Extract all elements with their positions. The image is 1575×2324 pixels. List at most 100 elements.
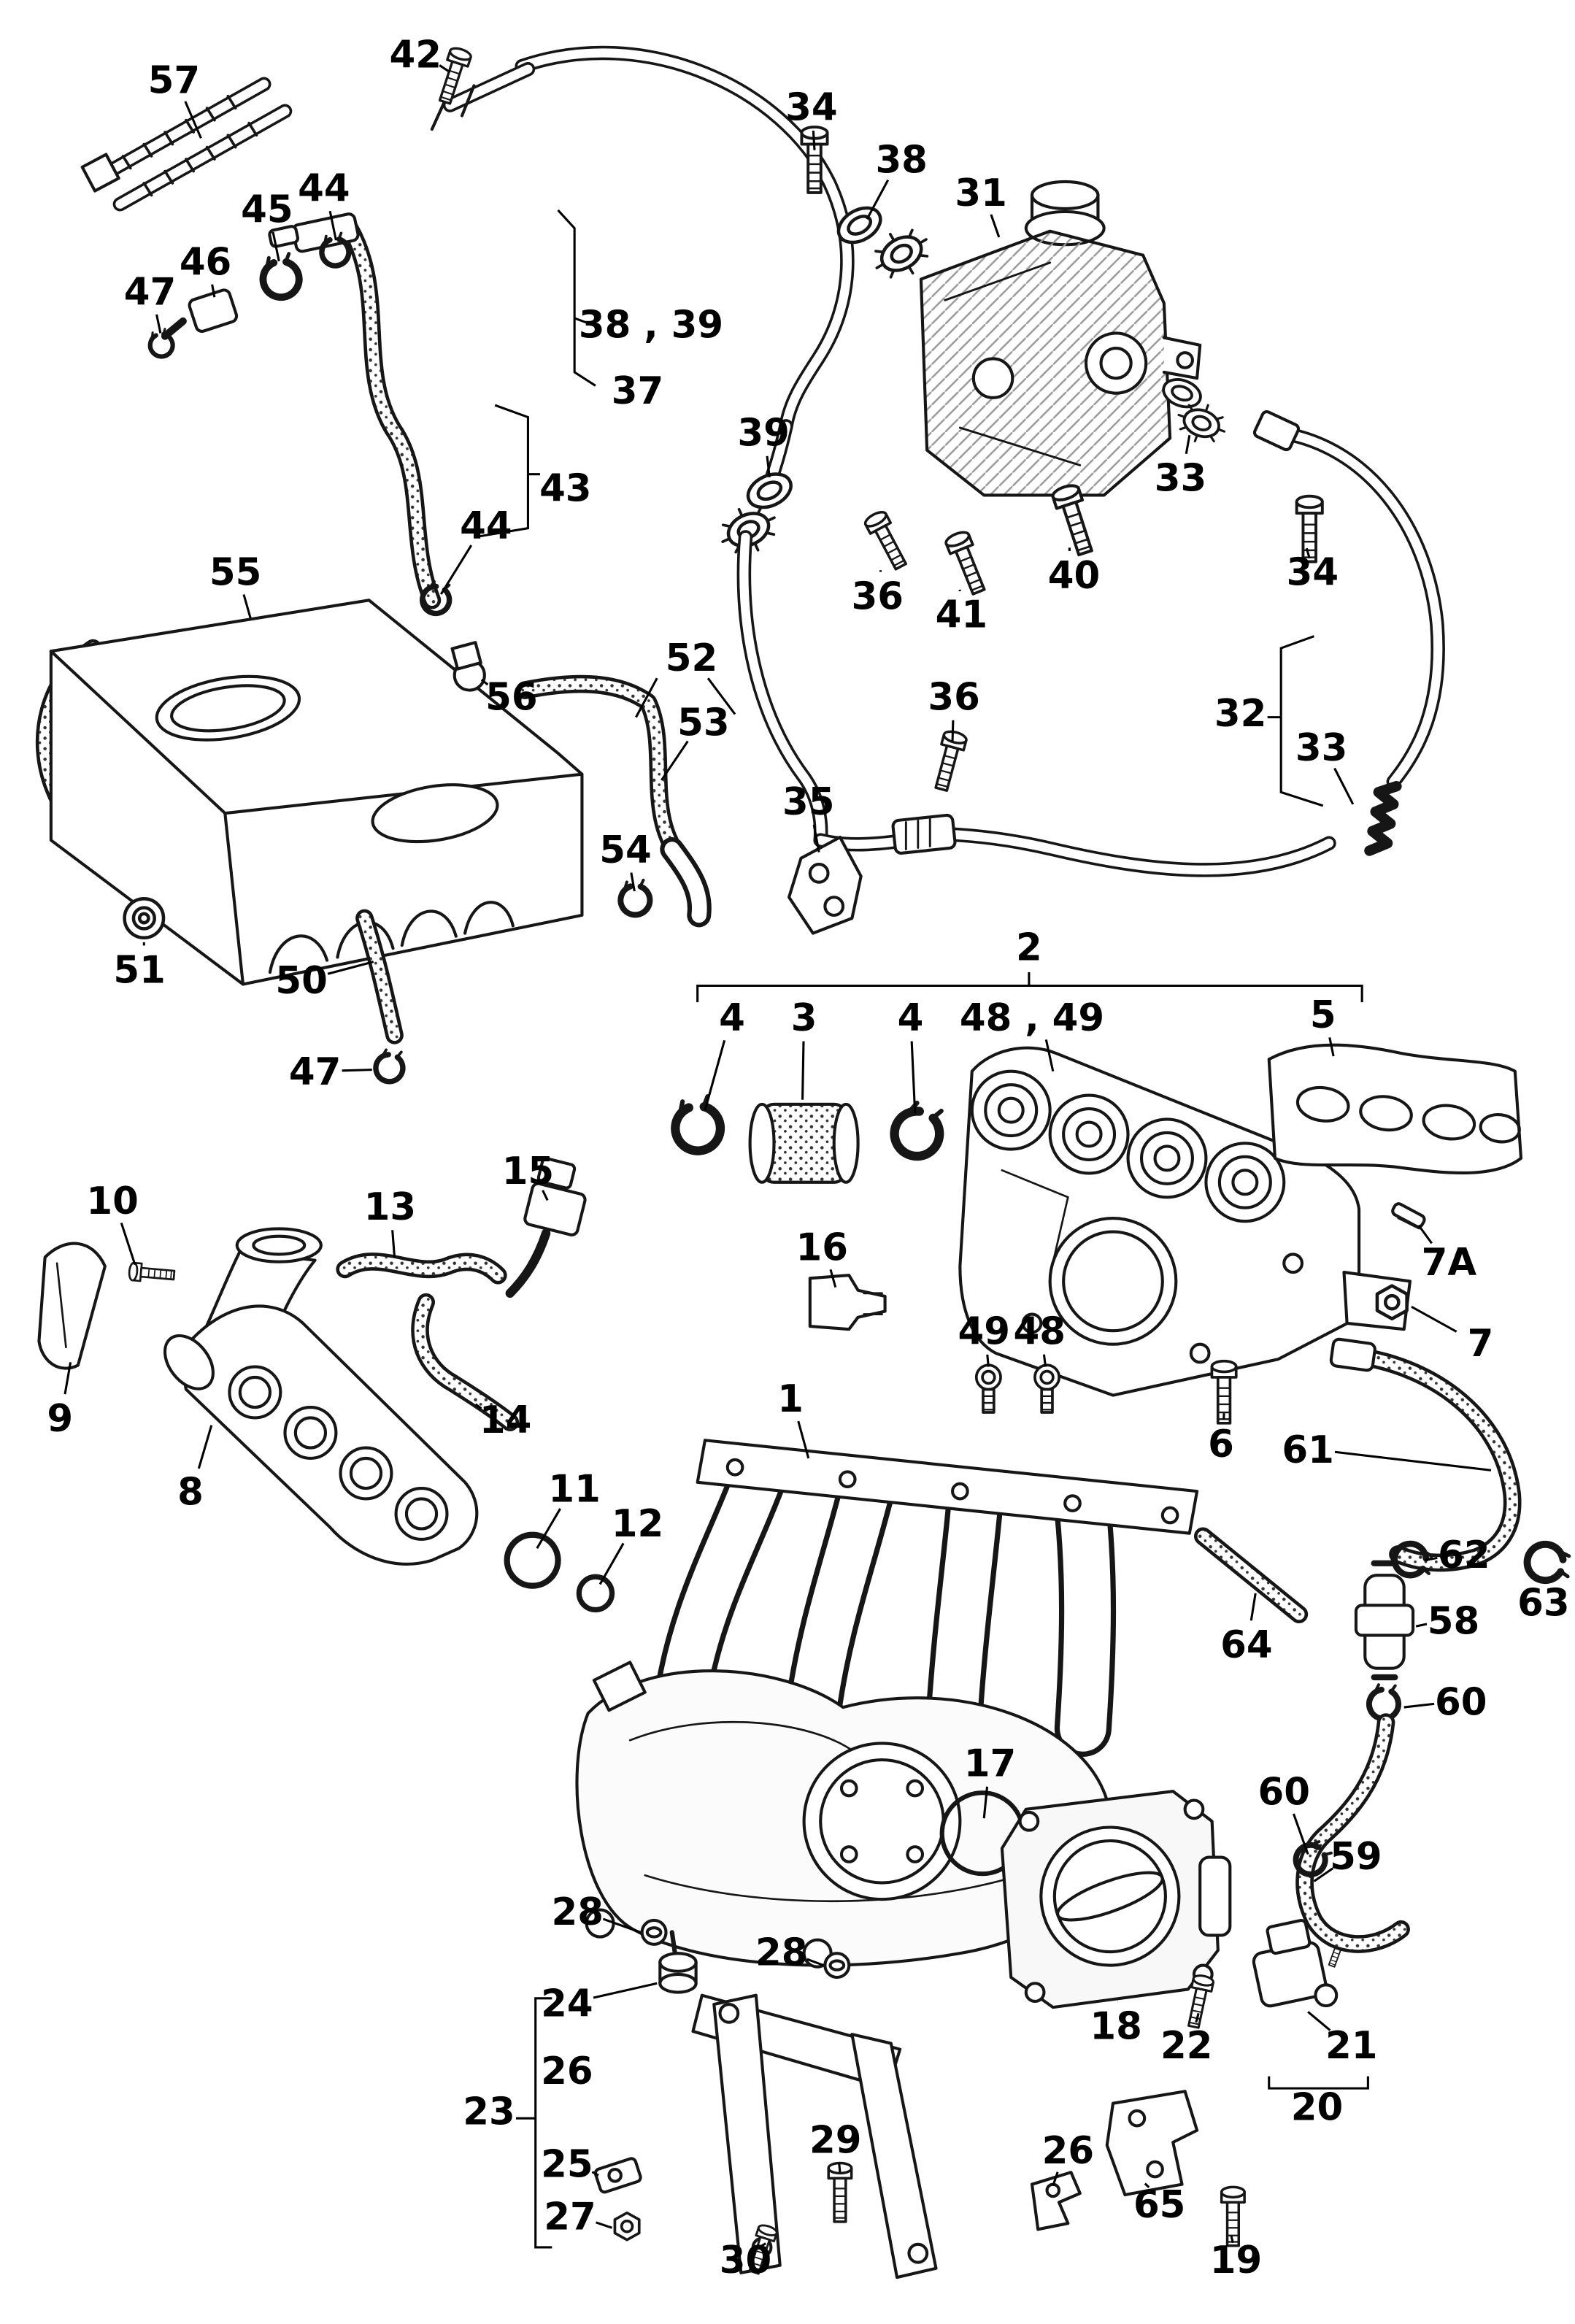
part-48-bolt: [1033, 1363, 1061, 1414]
part-label-3: 3: [791, 996, 817, 1040]
part-label-43: 43: [539, 467, 592, 511]
part-label-46: 46: [180, 240, 232, 284]
part-label-14: 14: [480, 1398, 532, 1442]
part-label-64: 64: [1220, 1623, 1273, 1667]
leader-line: [1305, 547, 1311, 559]
part-label-47: 47: [289, 1050, 342, 1094]
leader-line: [986, 1354, 990, 1367]
part-56-valve: [450, 641, 486, 692]
part-label-52: 52: [666, 636, 718, 680]
part-35-gasket: [788, 835, 863, 935]
leader-line: [1333, 767, 1355, 805]
leader-line: [990, 214, 1001, 238]
part-label-5: 5: [1310, 993, 1336, 1037]
leader-line: [591, 2171, 599, 2177]
leader-line: [1425, 1556, 1438, 1562]
part-36-bolt: [861, 508, 912, 574]
part-32-hose: [891, 409, 1445, 877]
part-label-35: 35: [782, 780, 835, 824]
part-label-62: 62: [1438, 1534, 1490, 1577]
part-label-33: 33: [1295, 726, 1348, 770]
leader-line: [439, 545, 473, 595]
leader-line: [391, 1230, 396, 1258]
leader-line: [766, 455, 771, 477]
part-label-9: 9: [47, 1397, 73, 1441]
part-label-57: 57: [148, 59, 201, 103]
part-label-29: 29: [809, 2118, 862, 2162]
part-47-clamp: [374, 1049, 404, 1082]
part-label-51: 51: [113, 948, 166, 992]
leader-line: [801, 1041, 805, 1100]
part-label-38: 38: [875, 139, 928, 182]
part-26-bracket: [1030, 2171, 1082, 2231]
part-label-28: 28: [552, 1890, 604, 1934]
part-54-clamp: [617, 879, 652, 917]
part-label-27: 27: [544, 2195, 596, 2239]
leader-line: [910, 1041, 917, 1114]
leader-line: [328, 210, 337, 241]
part-label-8: 8: [177, 1471, 204, 1515]
leader-line: [829, 1269, 837, 1288]
leader-line: [838, 2163, 842, 2173]
egr-pipe-lower: [736, 530, 950, 852]
part-49-bolt: [974, 1363, 1002, 1414]
part-51-grommet: [125, 899, 163, 937]
part-16-sensor: [808, 1274, 887, 1331]
part-4-clamp: [890, 1099, 947, 1161]
leader-line: [439, 64, 451, 74]
part-52-hose: [516, 674, 712, 928]
leader-line: [806, 1958, 824, 1967]
part-label-34: 34: [785, 86, 838, 130]
part-label-56: 56: [485, 675, 538, 719]
part-label-44: 44: [460, 504, 512, 548]
part-label-34: 34: [1287, 551, 1339, 595]
leader-line: [602, 1917, 642, 1934]
artwork-layer: [35, 45, 1568, 2279]
part-label-47: 47: [124, 270, 176, 314]
leader-line: [596, 2221, 613, 2229]
part-label-28: 28: [755, 1931, 808, 1975]
leader-line: [1230, 2235, 1234, 2244]
part-label-17: 17: [964, 1742, 1017, 1786]
leader-line: [327, 961, 374, 975]
part-3-filter: [748, 1102, 860, 1184]
part-label-22: 22: [1160, 2024, 1213, 2068]
leader-line: [1044, 1039, 1055, 1071]
leader-line: [1249, 1593, 1257, 1621]
part-label-20: 20: [1291, 2085, 1344, 2129]
leader-line: [474, 1403, 482, 1409]
part-57-profile-strips: [80, 77, 293, 212]
part-label-54: 54: [599, 828, 652, 872]
part-label-7: 7: [1468, 1322, 1494, 1366]
leader-line: [1042, 1354, 1047, 1367]
leader-line: [812, 824, 820, 853]
part-label-32: 32: [1214, 692, 1267, 736]
leader-line: [1307, 2011, 1331, 2031]
part-label-2: 2: [1016, 926, 1042, 970]
part-label-61: 61: [1282, 1428, 1334, 1472]
part-label-13: 13: [364, 1185, 417, 1229]
leader-line: [242, 594, 252, 619]
leader-line: [593, 1982, 658, 1999]
part-label-12: 12: [612, 1502, 664, 1546]
leader-line: [1418, 1225, 1433, 1244]
part-label-19: 19: [1210, 2239, 1263, 2282]
part-27-nut: [613, 2211, 641, 2242]
part-label-60: 60: [1258, 1771, 1311, 1815]
part-5-gasket: [1267, 1043, 1523, 1174]
part-label-42: 42: [390, 34, 442, 77]
part-7-nut: [1377, 1286, 1407, 1319]
leader-line: [1292, 1813, 1309, 1855]
part-label-15: 15: [502, 1150, 555, 1193]
part-28-nut: [825, 1953, 849, 1977]
part-label-45: 45: [241, 188, 293, 231]
leader-line: [1195, 2012, 1200, 2023]
part-label-37: 37: [612, 369, 664, 413]
part-label-18: 18: [1090, 2004, 1142, 2048]
group-bracket-line: [534, 1997, 552, 2249]
part-label-39: 39: [737, 412, 790, 455]
leader-line: [1411, 1305, 1457, 1333]
part-label-49: 49: [958, 1310, 1010, 1354]
part-label-53: 53: [677, 701, 730, 744]
leader-line: [120, 1222, 136, 1266]
